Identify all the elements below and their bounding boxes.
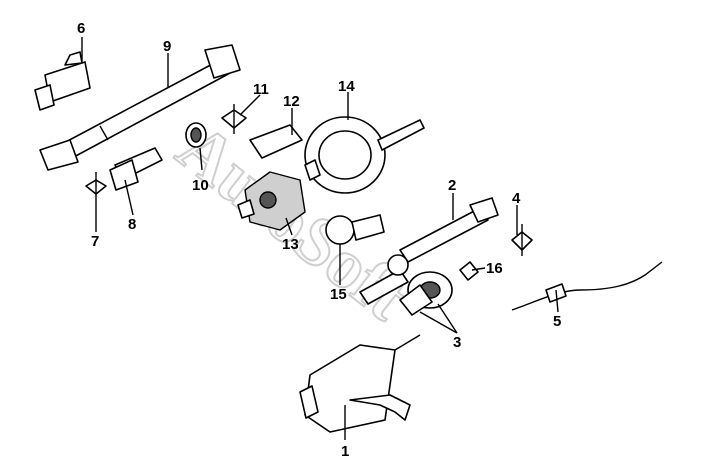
leader-lines <box>81 37 559 440</box>
callout-4: 4 <box>512 190 521 207</box>
callout-11: 11 <box>253 81 269 98</box>
callout-16: 16 <box>486 260 503 277</box>
part-7-cross-joint <box>85 172 107 202</box>
part-8-sleeve <box>109 147 163 191</box>
callout-8: 8 <box>128 216 136 233</box>
callout-6: 6 <box>77 20 85 37</box>
callout-14: 14 <box>338 78 355 95</box>
callout-labels: 1 2 3 4 5 6 7 8 9 10 11 12 13 14 15 16 <box>77 20 561 460</box>
part-lower-shaft <box>359 254 409 305</box>
callout-5: 5 <box>553 313 561 330</box>
part-1-pedal-bracket <box>299 334 421 433</box>
part-9-steering-shaft <box>39 44 241 171</box>
callout-12: 12 <box>283 93 300 110</box>
part-5-cable <box>511 261 663 311</box>
part-12-bracket <box>249 124 303 159</box>
callout-1: 1 <box>341 443 349 460</box>
callout-13: 13 <box>282 236 299 253</box>
callout-15: 15 <box>330 286 347 303</box>
part-16-clip <box>459 261 479 281</box>
callout-2: 2 <box>448 177 456 194</box>
part-2-intermediate-shaft <box>399 197 499 263</box>
callout-3: 3 <box>453 334 461 351</box>
callout-7: 7 <box>91 233 99 250</box>
part-10-seal <box>185 122 207 148</box>
part-15-joint <box>325 214 385 245</box>
part-3-boot-seal <box>399 271 453 316</box>
part-14-brake-booster <box>304 116 425 194</box>
callout-9: 9 <box>163 38 171 55</box>
callout-10: 10 <box>192 177 209 194</box>
part-13-steering-gear <box>237 171 306 231</box>
part-4-cross-joint <box>511 224 533 256</box>
part-6-yoke <box>34 51 91 111</box>
